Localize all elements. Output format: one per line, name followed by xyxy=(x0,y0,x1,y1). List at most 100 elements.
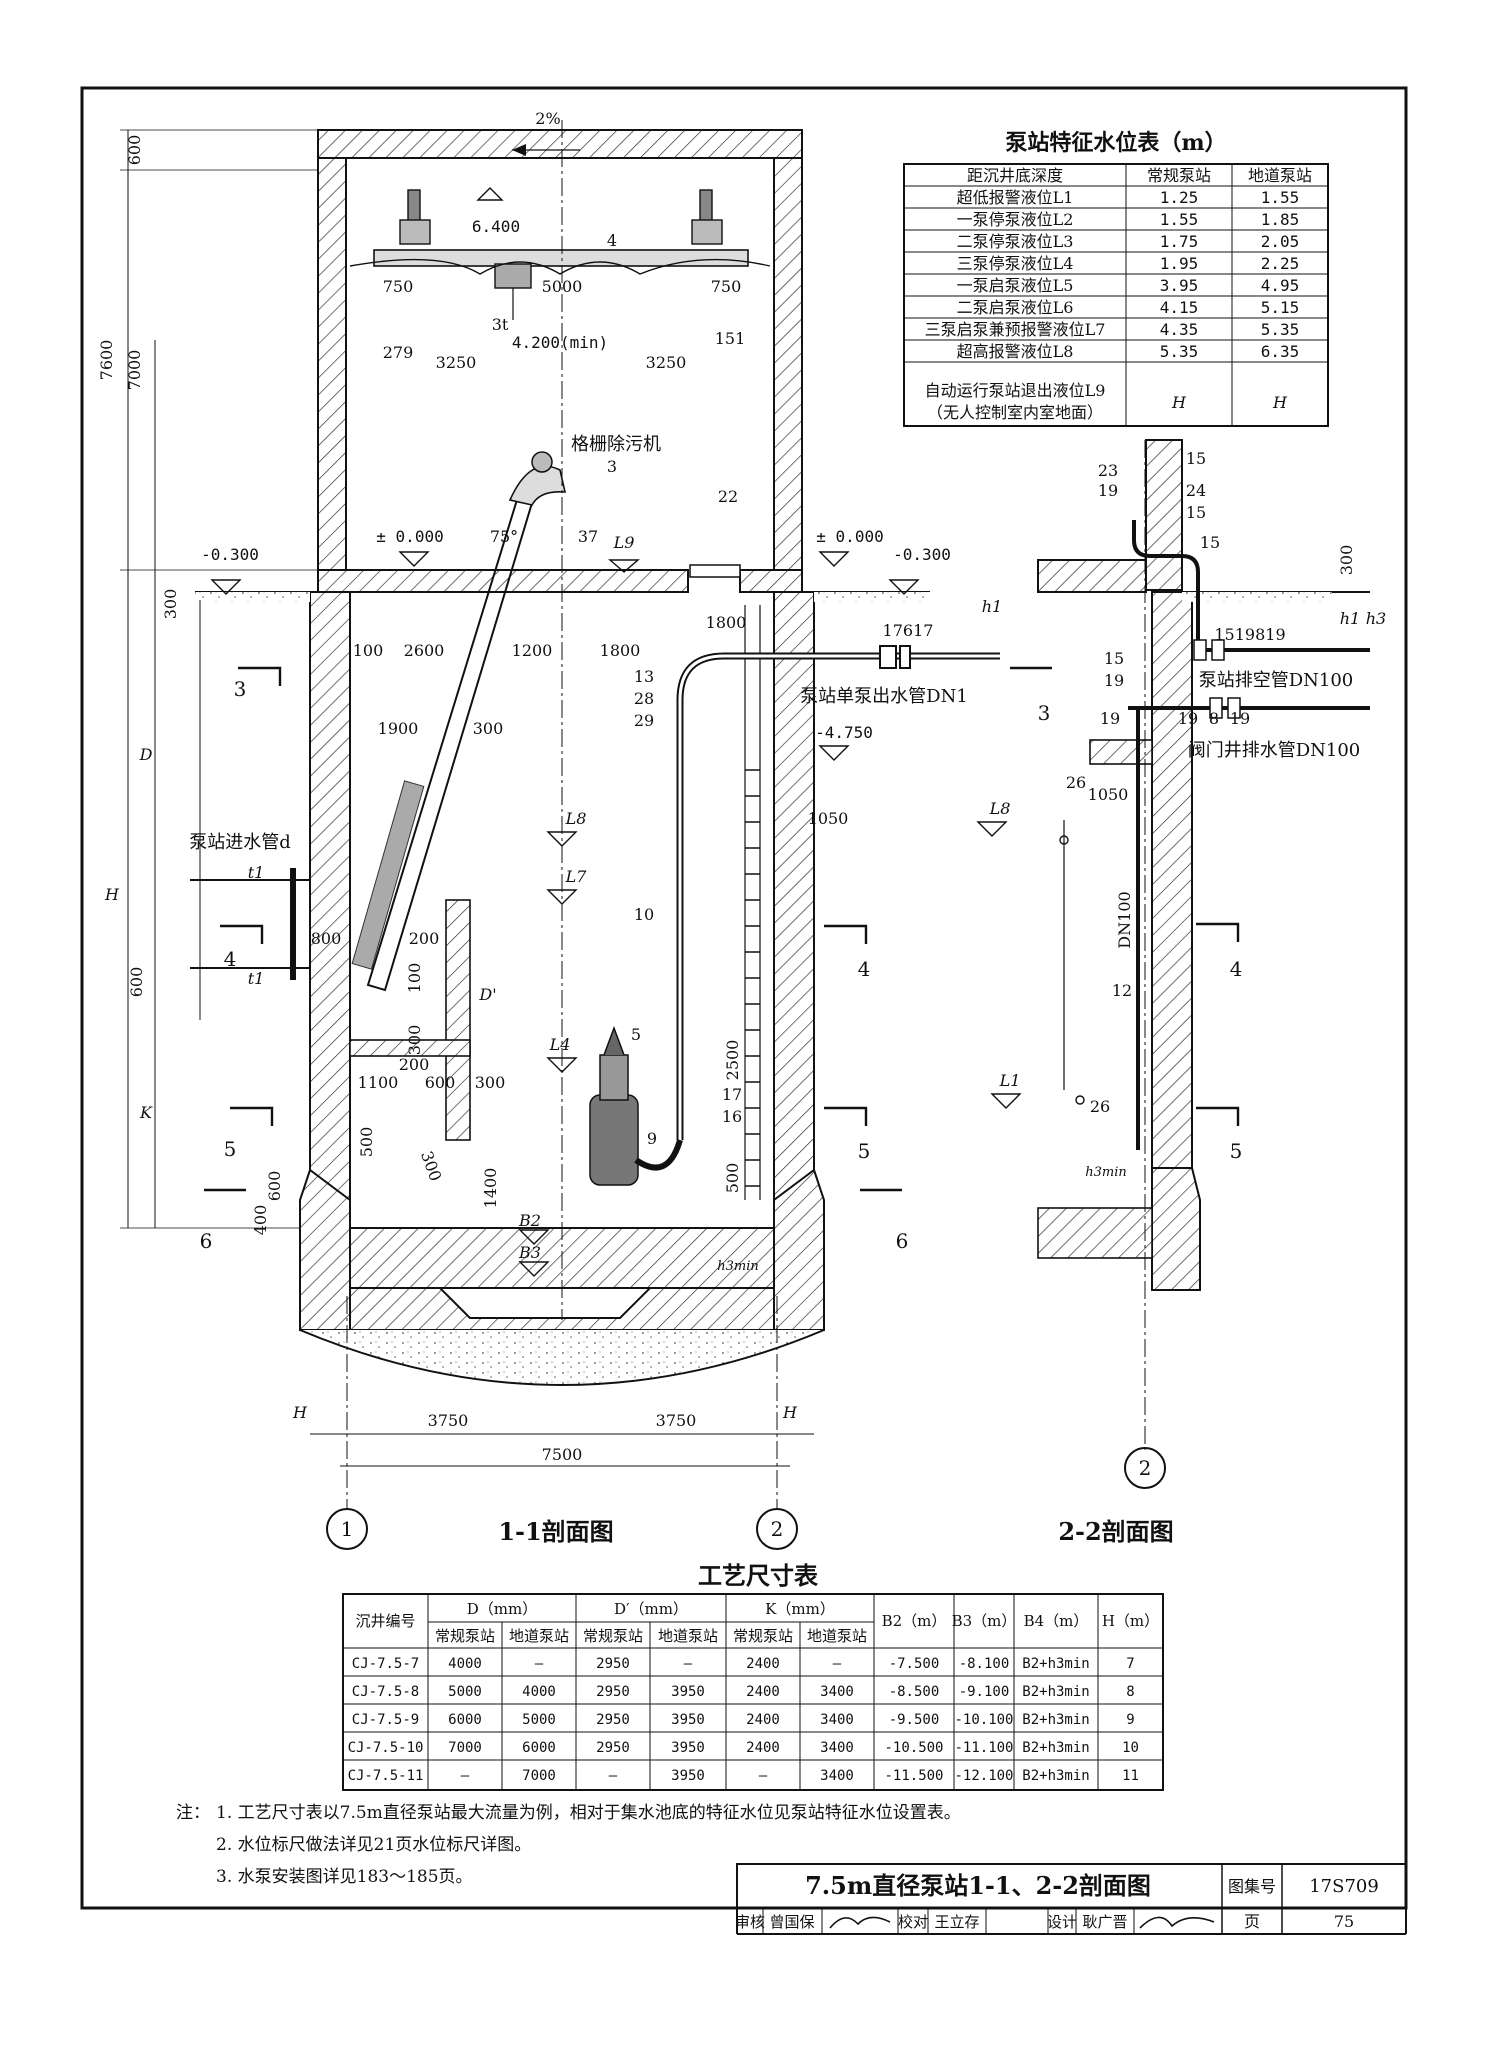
pt-cell: CJ-7.5-9 xyxy=(352,1712,419,1728)
axis-label-2b: 2 xyxy=(1139,1456,1152,1480)
section-1-1 xyxy=(120,120,1052,1550)
dim-300d: 300 xyxy=(475,1073,506,1092)
review-label: 审核 xyxy=(735,1913,765,1931)
pt-cell: 5000 xyxy=(448,1684,482,1700)
ground-right-elev: -0.300 xyxy=(893,545,951,564)
sym-B2: B2 xyxy=(518,1211,541,1230)
sym-L8: L8 xyxy=(565,809,587,828)
right-caisson-wall xyxy=(773,591,815,1205)
zero-right-elev: ± 0.000 xyxy=(816,527,883,546)
dim-1400: 1400 xyxy=(481,1168,500,1209)
dim-7500: 7500 xyxy=(542,1445,583,1464)
check-name: 王立存 xyxy=(934,1913,979,1931)
design-label: 设计 xyxy=(1047,1913,1077,1931)
pt-cell: B2+h3min xyxy=(1022,1684,1089,1700)
dim-3250b: 3250 xyxy=(646,353,687,372)
sym-h1: h1 xyxy=(982,597,1002,616)
wl-row-value: 5.15 xyxy=(1261,298,1300,317)
dim-7000: 7000 xyxy=(125,350,144,391)
dim-1800b: 1800 xyxy=(600,641,641,660)
slope-label: 2% xyxy=(535,109,560,128)
wl-row-label: 一泵停泵液位L2 xyxy=(957,210,1074,229)
sym-L7: L7 xyxy=(565,867,588,886)
atlas-number: 17S709 xyxy=(1309,1876,1379,1897)
pt-cell: CJ-7.5-8 xyxy=(352,1684,419,1700)
roof-slab xyxy=(317,129,803,159)
dim-800: 800 xyxy=(311,929,342,948)
pt-cell: -8.100 xyxy=(959,1656,1010,1672)
sec2-callout-1519819: 1519819 xyxy=(1214,625,1285,644)
pt-cell: 3950 xyxy=(671,1768,705,1784)
sec2-callout-12: 12 xyxy=(1112,981,1132,1000)
pt-cell: — xyxy=(759,1768,768,1784)
dim-7600: 7600 xyxy=(97,340,116,381)
dim-200: 200 xyxy=(409,929,440,948)
sym-L4: L4 xyxy=(549,1035,571,1054)
dim-3750a: 3750 xyxy=(428,1411,469,1430)
dim-2500: 2500 xyxy=(723,1040,742,1081)
pt-cell: -10.500 xyxy=(884,1740,943,1756)
wl-row-label: 二泵停泵液位L3 xyxy=(957,232,1074,251)
dim-1800a: 1800 xyxy=(706,613,747,632)
left-caisson-wall xyxy=(309,591,351,1205)
left-upper-wall xyxy=(317,157,347,571)
dim-5000: 5000 xyxy=(542,277,583,296)
outlet-elevation: -4.750 xyxy=(815,723,873,742)
page-number: 75 xyxy=(1334,1912,1354,1931)
callout-17617: 17617 xyxy=(883,621,934,640)
pt-header: H（m） xyxy=(1102,1612,1159,1630)
pt-cell: — xyxy=(609,1768,618,1784)
pt-cell: CJ-7.5-11 xyxy=(348,1768,424,1784)
sec2-cut-4: 4 xyxy=(1230,957,1243,981)
pt-cell: 7 xyxy=(1126,1656,1134,1672)
callout-5: 5 xyxy=(631,1025,641,1044)
wl-row-value: 6.35 xyxy=(1261,342,1300,361)
sec2-callout-19c: 19 xyxy=(1100,709,1120,728)
hoist-load: 3t xyxy=(492,315,509,334)
dim-600c: 600 xyxy=(265,1171,284,1202)
dim-100b: 100 xyxy=(405,963,424,994)
axis-label-2: 2 xyxy=(771,1517,784,1541)
wl-row-label: 三泵停泵液位L4 xyxy=(957,254,1074,273)
dim-3250a: 3250 xyxy=(436,353,477,372)
wl-row-value: 2.05 xyxy=(1261,232,1300,251)
dim-600b: 600 xyxy=(425,1073,456,1092)
pt-cell: -11.100 xyxy=(954,1740,1013,1756)
sec2-callout-19e: 19 xyxy=(1230,709,1250,728)
wl-row-value: 1.25 xyxy=(1160,188,1199,207)
dim-100: 100 xyxy=(353,641,384,660)
pt-cell: 10 xyxy=(1122,1740,1139,1756)
title-block xyxy=(736,1863,1407,1935)
pt-cell: 3400 xyxy=(820,1768,854,1784)
ladder xyxy=(745,769,760,1187)
sym-B3: B3 xyxy=(518,1243,541,1262)
pt-cell: 2950 xyxy=(596,1656,630,1672)
crane-elevation: 6.400 xyxy=(472,217,520,236)
wl-row-label: 超低报警液位L1 xyxy=(957,188,1074,207)
pt-cell: -12.100 xyxy=(954,1768,1013,1784)
pt-subheader: 常规泵站 xyxy=(733,1627,793,1645)
dim-1900: 1900 xyxy=(378,719,419,738)
pt-subheader: 常规泵站 xyxy=(583,1627,643,1645)
callout-29: 29 xyxy=(634,711,654,730)
cut-5-left: 5 xyxy=(224,1137,237,1161)
wl-row-value: 4.95 xyxy=(1261,276,1300,295)
sec2-h3min: h3min xyxy=(1085,1165,1127,1180)
dim-600-inlet: 600 xyxy=(127,967,146,998)
axis-circle-2b xyxy=(1124,1447,1166,1489)
pt-cell: 6000 xyxy=(522,1740,556,1756)
wl-row-value: 1.75 xyxy=(1160,232,1199,251)
sec2-callout-15c: 15 xyxy=(1200,533,1220,552)
wl-row-value: 2.25 xyxy=(1261,254,1300,273)
ground-floor-slab xyxy=(317,569,689,593)
wl-row-value: 4.15 xyxy=(1160,298,1199,317)
axis-circle-1 xyxy=(326,1508,368,1550)
sym-L9: L9 xyxy=(613,533,635,552)
pt-cell: CJ-7.5-10 xyxy=(348,1740,424,1756)
h-label-right: H xyxy=(782,1403,798,1422)
pt-cell: 4000 xyxy=(448,1656,482,1672)
pt-cell: 11 xyxy=(1122,1768,1139,1784)
pt-subheader: 地道泵站 xyxy=(807,1627,867,1645)
pt-cell: 3400 xyxy=(820,1712,854,1728)
